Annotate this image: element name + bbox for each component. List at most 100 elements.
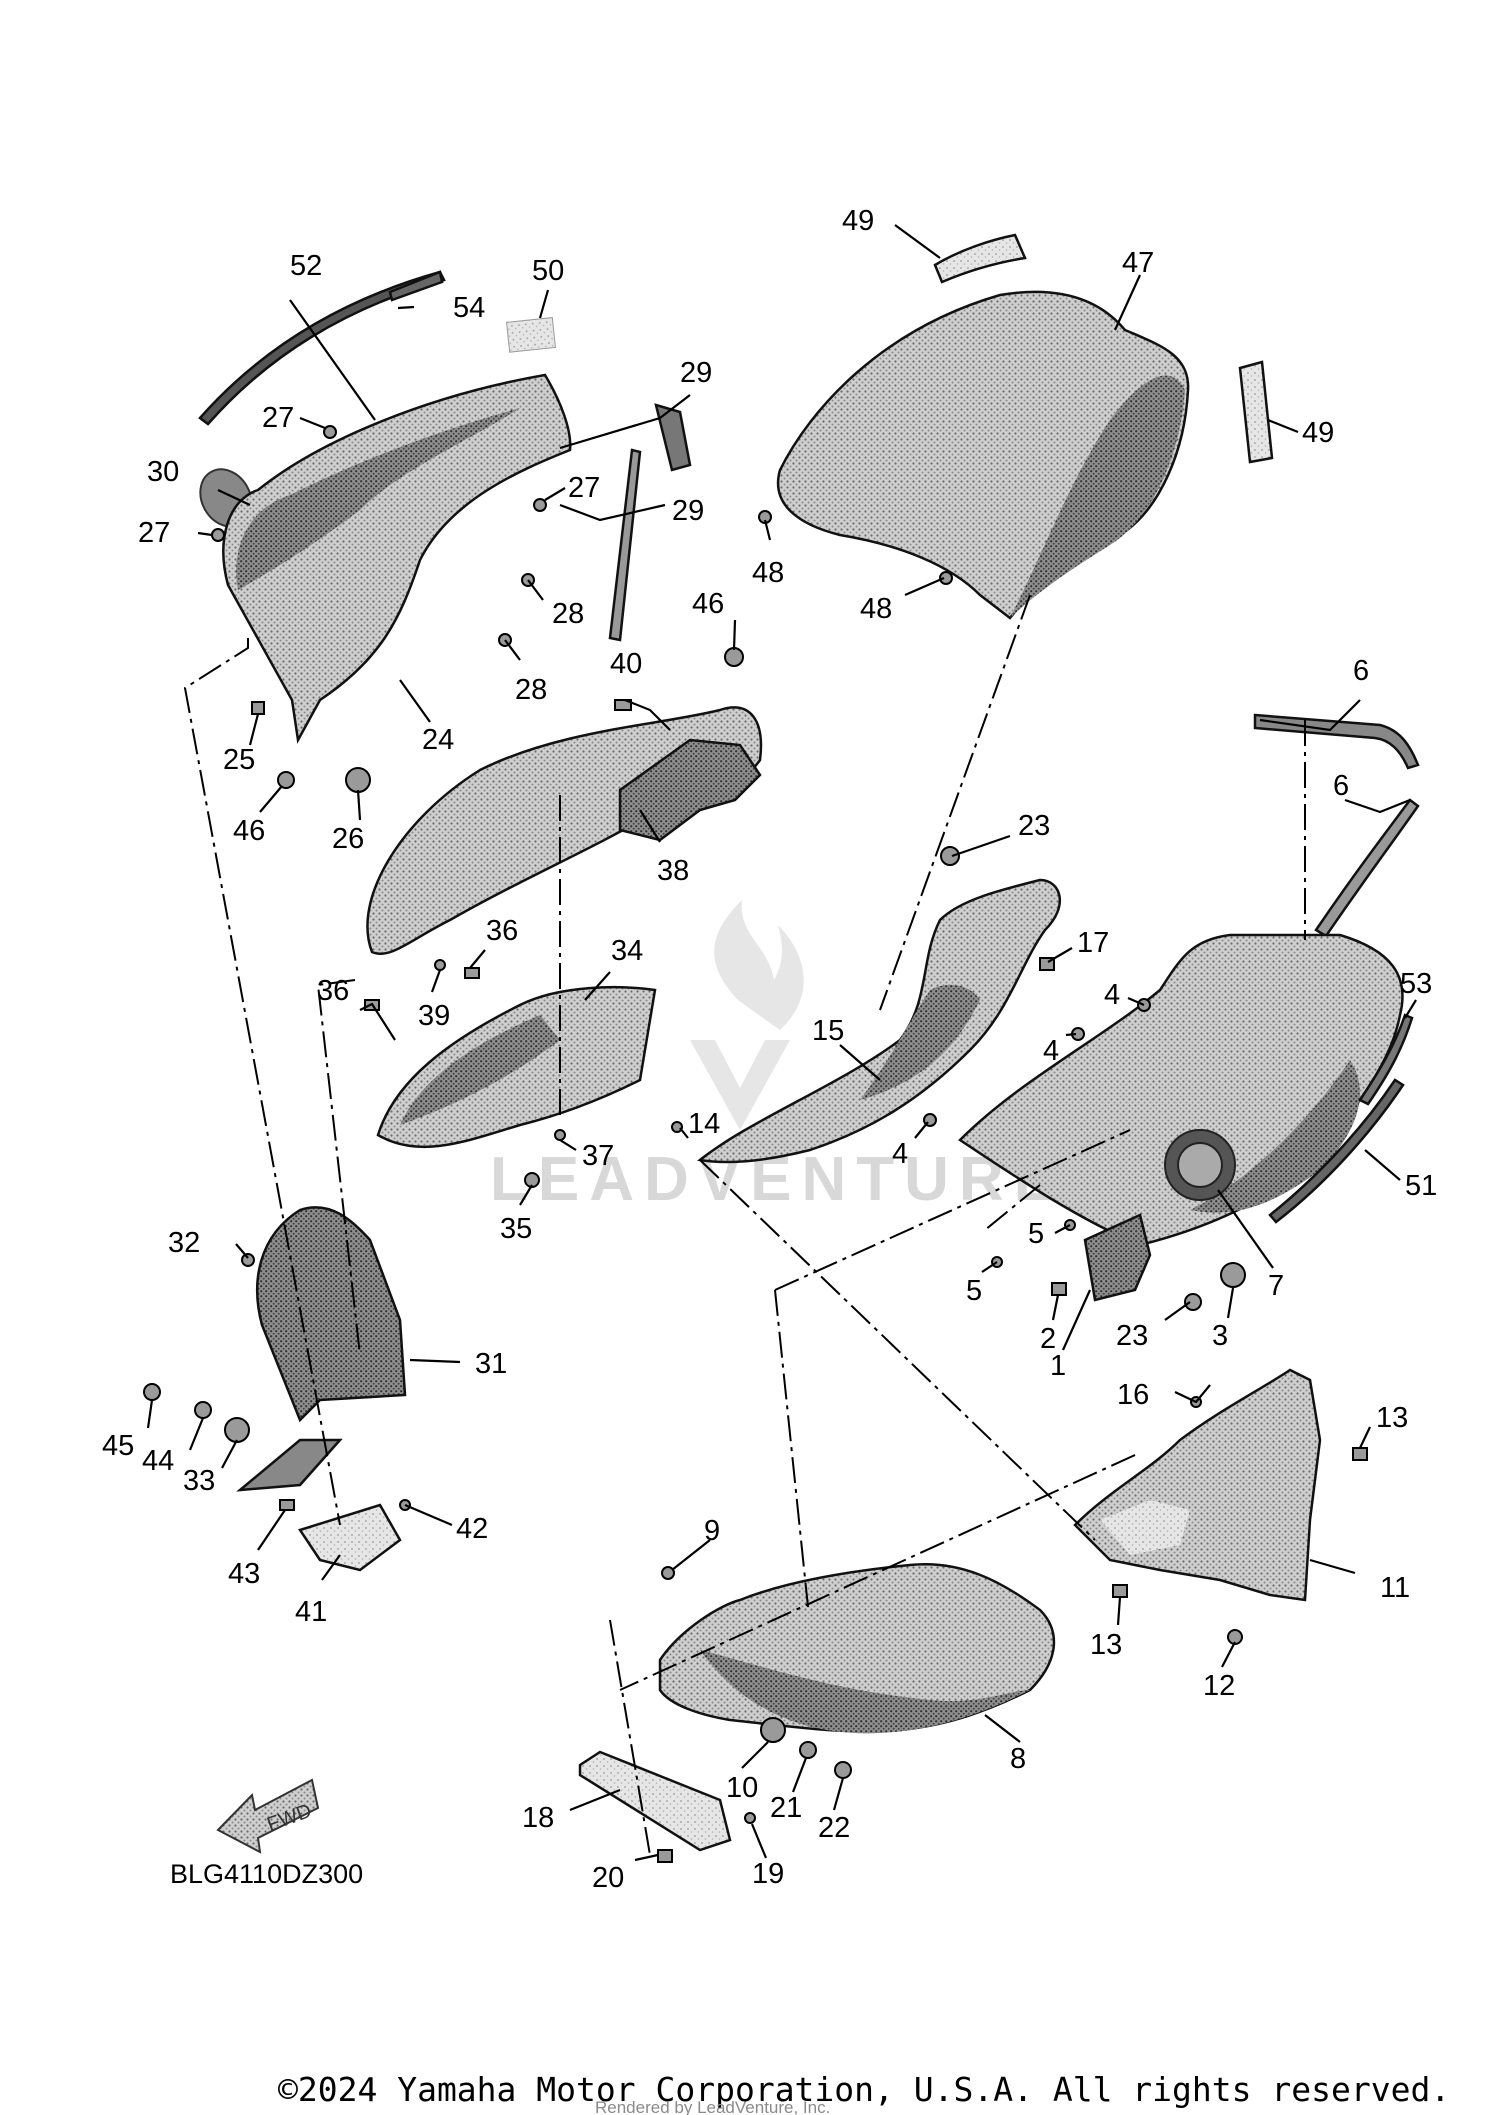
callout-label: 7 <box>1268 1270 1284 1302</box>
part-33-stay <box>236 1438 343 1492</box>
nut-20 <box>657 1849 673 1863</box>
part-53-strip <box>1358 1013 1414 1106</box>
part-38-bracket <box>618 738 762 842</box>
callout-label: 6 <box>1333 770 1349 802</box>
callout-label: 35 <box>500 1213 532 1245</box>
callout-label: 36 <box>486 915 518 947</box>
grommet-21 <box>799 1741 817 1759</box>
callout-label: 22 <box>818 1812 850 1844</box>
part-24-inner-dark <box>236 408 520 590</box>
part-51-trim-strip <box>1268 1078 1405 1224</box>
screw-27-mid <box>533 498 547 512</box>
screw-48-right <box>939 571 953 585</box>
callout-label: 34 <box>611 935 643 967</box>
callout-label: 2 <box>1040 1323 1056 1355</box>
callout-label: 24 <box>422 724 454 756</box>
callout-label: 28 <box>515 674 547 706</box>
clip-39 <box>434 959 446 971</box>
bolt-22 <box>834 1761 852 1779</box>
screw-35 <box>524 1172 540 1188</box>
callout-label: 26 <box>332 823 364 855</box>
nut-43 <box>279 1499 295 1511</box>
callout-label: 36 <box>317 975 349 1007</box>
assembly-lines <box>183 594 1306 1856</box>
screw-46-left <box>277 771 295 789</box>
callout-label: 37 <box>582 1140 614 1172</box>
part-34-dark <box>400 1015 560 1125</box>
callout-label: 40 <box>610 648 642 680</box>
callout-label: 49 <box>1302 417 1334 449</box>
callout-label: 48 <box>860 593 892 625</box>
screw-27-top <box>323 425 337 439</box>
callout-label: 23 <box>1116 1320 1148 1352</box>
grommet-26 <box>345 767 371 793</box>
part-50-label <box>506 317 556 353</box>
screw-46-right <box>724 647 744 667</box>
watermark-footer: Rendered by LeadVenture, Inc. <box>595 2098 830 2115</box>
callout-label: 18 <box>522 1802 554 1834</box>
callout-label: 27 <box>262 402 294 434</box>
callout-label: 51 <box>1405 1170 1437 1202</box>
callout-label: 33 <box>183 1465 215 1497</box>
part-1-bracket <box>1083 1213 1152 1302</box>
part-24-upper-cowl <box>222 373 572 744</box>
callout-label: 46 <box>692 588 724 620</box>
nut-13-b <box>1112 1584 1128 1598</box>
part-6-strip-long <box>1314 798 1420 938</box>
callout-label: 5 <box>1028 1218 1044 1250</box>
callout-label: 13 <box>1376 1402 1408 1434</box>
callout-label: 6 <box>1353 655 1369 687</box>
callout-label: 28 <box>552 598 584 630</box>
callout-label: 29 <box>680 357 712 389</box>
callout-label: 44 <box>142 1445 174 1477</box>
callout-label: 41 <box>295 1596 327 1628</box>
callout-label: 14 <box>688 1108 720 1140</box>
callout-label: 32 <box>168 1227 200 1259</box>
screw-23-top <box>940 846 960 866</box>
screw-12 <box>1227 1629 1243 1645</box>
diagram-code: BLG4110DZ300 <box>170 1859 363 1889</box>
callout-label: 11 <box>1380 1572 1410 1604</box>
bolt-45 <box>143 1383 161 1401</box>
callout-label: 19 <box>752 1858 784 1890</box>
part-7-emblem-inner <box>1177 1142 1223 1188</box>
callout-label: 31 <box>475 1348 507 1380</box>
callout-label: 17 <box>1077 927 1109 959</box>
callout-label: 20 <box>592 1862 624 1894</box>
callout-label: 13 <box>1090 1629 1122 1661</box>
callout-label: 49 <box>842 205 874 237</box>
part-18-stay <box>578 1750 732 1852</box>
grommet-3 <box>1220 1262 1246 1288</box>
callout-label: 21 <box>770 1792 802 1824</box>
callout-label: 42 <box>456 1513 488 1545</box>
copyright-notice: ©2024 Yamaha Motor Corporation, U.S.A. A… <box>278 2070 1450 2109</box>
clip-19 <box>744 1812 756 1824</box>
callout-label: 39 <box>418 1000 450 1032</box>
parts: FWD <box>198 233 1420 1854</box>
callout-label: 52 <box>290 250 322 282</box>
callout-label: 3 <box>1212 1320 1228 1352</box>
callout-label: 8 <box>1010 1743 1026 1775</box>
part-31-inner-panel <box>256 1206 407 1423</box>
part-29-strip-b <box>608 448 642 642</box>
callout-label: 46 <box>233 815 265 847</box>
fwd-arrow-icon <box>216 1778 320 1854</box>
callout-label: 25 <box>223 744 255 776</box>
callout-label: 43 <box>228 1558 260 1590</box>
callout-label: 53 <box>1400 968 1432 1000</box>
callout-label: 30 <box>147 456 179 488</box>
callout-label: 23 <box>1018 810 1050 842</box>
callout-label: 10 <box>726 1772 758 1804</box>
callouts: 52 54 50 29 30 27 27 27 29 28 28 24 25 4… <box>102 205 1437 1894</box>
clip-14 <box>671 1121 683 1133</box>
nut-2 <box>1051 1282 1067 1296</box>
part-15-dark <box>860 984 980 1100</box>
callout-label: 38 <box>657 855 689 887</box>
part-6-strip-top <box>1253 713 1420 770</box>
part-41-bracket <box>298 1503 402 1572</box>
callout-label: 4 <box>1043 1035 1059 1067</box>
watermark-v-icon <box>690 1040 790 1130</box>
callout-label: 5 <box>966 1275 982 1307</box>
callout-label: 9 <box>704 1515 720 1547</box>
